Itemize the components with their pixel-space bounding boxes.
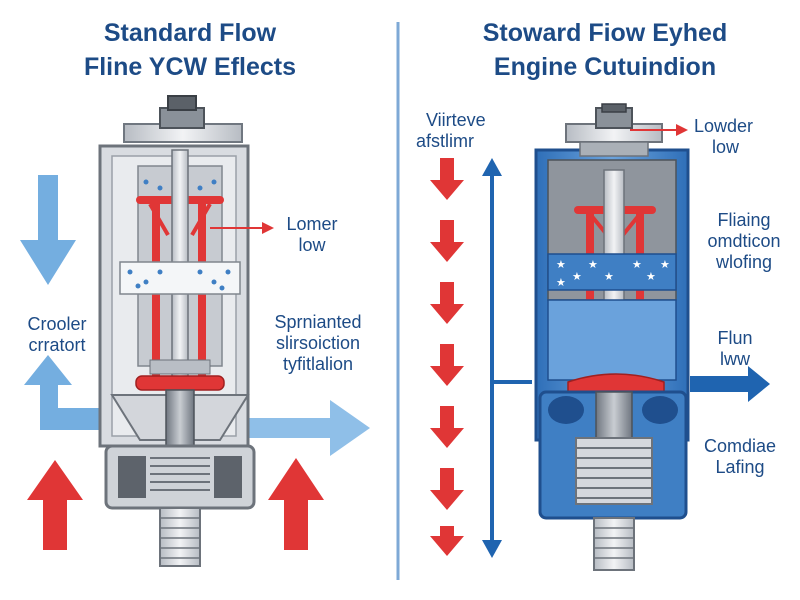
svg-text:★: ★ [556, 276, 566, 289]
svg-text:★: ★ [556, 258, 566, 271]
right-valve-seat [567, 373, 665, 393]
left-label-sprnianted-line-1: Sprnianted [274, 312, 362, 332]
svg-text:★: ★ [604, 270, 614, 283]
svg-text:★: ★ [632, 258, 642, 271]
svg-text:★: ★ [572, 270, 582, 283]
left-label-sprnianted: Sprnianted slirsoiction tyfitlalion [256, 312, 380, 375]
left-callout-line-2: low [298, 235, 326, 255]
left-label-crooler-line-1: Crooler [27, 314, 87, 334]
right-threaded-fitting [593, 517, 635, 571]
right-label-fliaing-line-1: Fliaing [717, 210, 771, 230]
left-callout-line-1: Lomer [286, 214, 338, 234]
right-label-viirteve-line-2: afstlimr [416, 131, 474, 151]
right-label-comdiae: Comdiae Lafing [688, 436, 792, 478]
right-callout-lowder-low: Lowder low [694, 116, 784, 158]
right-label-viirteve: Viirteve afstlimr [416, 110, 516, 152]
left-horizontal-flow-arrow [240, 400, 370, 456]
right-label-flun: Flun lww [700, 328, 770, 370]
right-valve-assembly: ★ ★ ★ ★ ★ ★ ★ ★ [430, 103, 770, 571]
left-title-line-2: Fline YCW Eflects [83, 53, 297, 81]
svg-text:★: ★ [588, 258, 598, 271]
right-label-flun-line-2: lww [720, 349, 750, 369]
right-callout-line-2: low [712, 137, 740, 157]
left-label-sprnianted-line-3: tyfitlalion [282, 354, 354, 374]
left-label-crooler: Crooler crratort [10, 314, 104, 356]
left-valve-assembly [20, 95, 370, 567]
right-label-comdiae-line-1: Comdiae [703, 436, 777, 456]
right-star-band [547, 253, 677, 291]
right-label-fliaing-line-2: omdticon [707, 231, 781, 251]
right-flow-arrow [690, 366, 770, 402]
right-label-fliaing: Fliaing omdticon wlofing [692, 210, 796, 273]
right-label-flun-line-1: Flun [717, 328, 753, 348]
svg-text:★: ★ [660, 258, 670, 271]
left-elbow-flow-arrow [24, 355, 100, 430]
left-label-crooler-line-2: crratort [28, 335, 86, 355]
right-title-line-1: Stoward Fiow Eyhed [482, 19, 728, 47]
left-label-sprnianted-line-2: slirsoiction [275, 333, 361, 353]
right-title-line-2: Engine Cutuindion [493, 53, 717, 81]
svg-text:★: ★ [646, 270, 656, 283]
right-callout-line-1: Lowder [694, 116, 754, 136]
left-callout-lower-low: Lomer low [272, 214, 352, 256]
right-red-down-arrows [430, 158, 464, 556]
right-label-viirteve-line-1: Viirteve [426, 110, 486, 130]
left-valve-seat [135, 375, 225, 391]
right-label-fliaing-line-3: wlofing [715, 252, 773, 272]
right-label-comdiae-line-2: Lafing [715, 457, 765, 477]
left-red-up-arrow-2 [268, 458, 324, 550]
left-red-up-arrow-1 [27, 460, 83, 550]
left-title-line-1: Standard Flow [103, 19, 277, 47]
left-down-flow-arrow [20, 175, 76, 285]
